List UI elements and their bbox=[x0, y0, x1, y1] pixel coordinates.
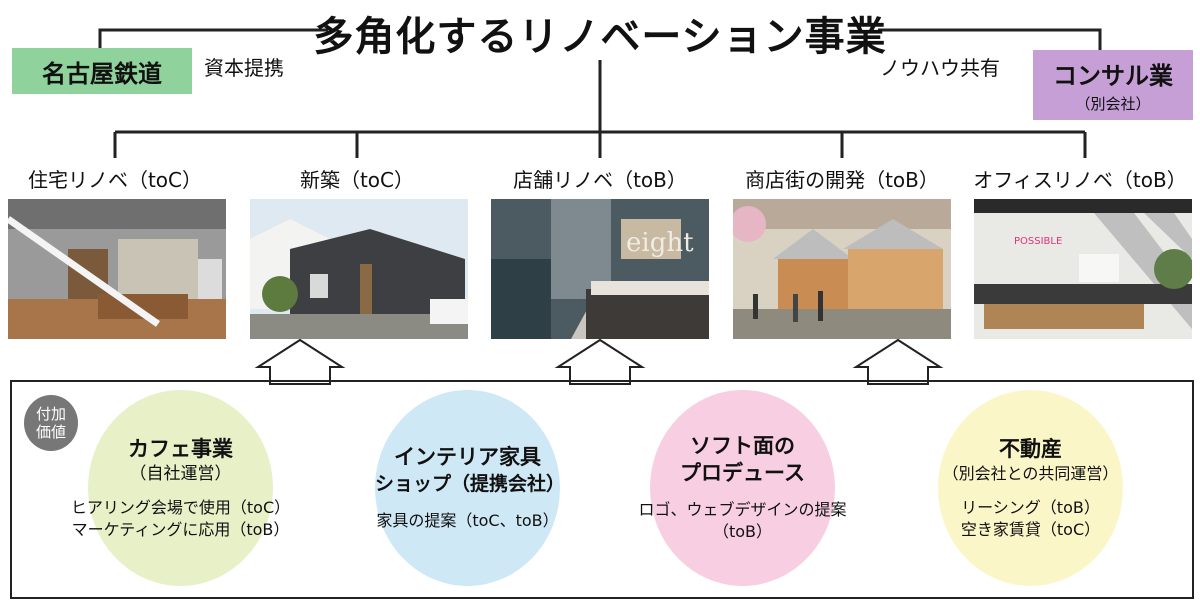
partner-left-label: 名古屋鉄道 bbox=[42, 59, 162, 88]
produce-title: ソフト面の bbox=[690, 434, 795, 458]
cafe-desc-2: マーケティングに応用（toB） bbox=[71, 519, 290, 539]
produce-title-2: プロデュース bbox=[680, 461, 805, 485]
cafe-sub: （自社運営） bbox=[129, 463, 232, 484]
added-value-badge: 付加 価値 bbox=[24, 395, 78, 451]
relation-right: ノウハウ共有 bbox=[880, 56, 1000, 80]
partner-consulting: コンサル業 （別会社） bbox=[1033, 50, 1193, 120]
produce-desc-2: （toB） bbox=[712, 522, 773, 541]
new-house-photo bbox=[250, 199, 468, 339]
realestate-desc-1: リーシング（toB） bbox=[961, 497, 1100, 517]
partner-right-sublabel: （別会社） bbox=[1075, 95, 1151, 113]
office-photo: POSSIBLE bbox=[974, 199, 1192, 339]
value-circle-realestate: 不動産 （別会社との共同運営） リーシング（toB） 空き家賃貸（toC） bbox=[938, 390, 1123, 586]
category-label-newbuild: 新築（toC） bbox=[299, 168, 415, 192]
diagram-title: 多角化するリノベーション事業 bbox=[313, 14, 887, 60]
category-label-housing: 住宅リノベ（toC） bbox=[27, 168, 203, 192]
cafe-title: カフェ事業 bbox=[128, 436, 233, 461]
value-circle-cafe: カフェ事業 （自社運営） ヒアリング会場で使用（toC） マーケティングに応用（… bbox=[71, 390, 290, 586]
partner-nagoya-railroad: 名古屋鉄道 bbox=[12, 48, 192, 94]
category-label-office: オフィスリノベ（toB） bbox=[973, 168, 1187, 192]
partner-right-label: コンサル業 bbox=[1053, 62, 1173, 90]
realestate-title: 不動産 bbox=[999, 436, 1062, 461]
living-room-photo bbox=[8, 199, 226, 339]
produce-desc-1: ロゴ、ウェブデザインの提案 bbox=[638, 500, 847, 519]
interior-title-2: ショップ（提携会社） bbox=[375, 473, 566, 495]
cafe-desc-1: ヒアリング会場で使用（toC） bbox=[70, 497, 291, 517]
svg-text:POSSIBLE: POSSIBLE bbox=[1014, 236, 1062, 247]
added-value-badge-label: 付加 価値 bbox=[35, 405, 66, 441]
realestate-desc-2: 空き家賃貸（toC） bbox=[960, 519, 1101, 539]
value-circle-produce: ソフト面の プロデュース ロゴ、ウェブデザインの提案 （toB） bbox=[639, 390, 847, 586]
cafe-shop-photo: eight bbox=[491, 199, 709, 339]
value-circle-interior: インテリア家具 ショップ（提携会社） 家具の提案（toC、toB） bbox=[375, 390, 566, 586]
shopping-street-photo bbox=[733, 199, 951, 339]
svg-text:eight: eight bbox=[626, 228, 694, 258]
category-label-store: 店舗リノベ（toB） bbox=[513, 168, 687, 192]
added-value-panel bbox=[10, 380, 1194, 599]
category-label-shopping-street: 商店街の開発（toB） bbox=[745, 168, 939, 192]
relation-left: 資本提携 bbox=[204, 56, 284, 80]
interior-title: インテリア家具 bbox=[394, 445, 541, 469]
realestate-sub: （別会社との共同運営） bbox=[942, 463, 1119, 483]
interior-desc-1: 家具の提案（toC、toB） bbox=[376, 511, 559, 530]
